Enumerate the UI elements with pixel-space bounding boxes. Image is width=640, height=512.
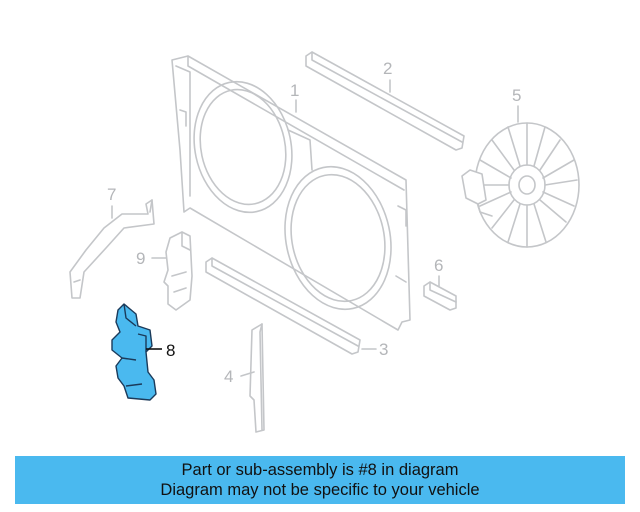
callout-5: 5 [512,86,521,105]
callout-9: 9 [136,249,145,268]
part-9-bracket [163,231,193,311]
banner-line-2: Diagram may not be specific to your vehi… [160,481,480,499]
part-4-side-seal [249,323,265,433]
callout-2: 2 [383,59,392,78]
banner-line-1: Part or sub-assembly is #8 in diagram [181,461,459,479]
part-6-clip [423,281,457,311]
callout-1: 1 [290,81,299,100]
part-2-upper-seal [305,51,465,151]
parts-diagram: 1 2 3 4 5 6 7 8 9 [69,51,580,433]
callout-3: 3 [379,340,388,359]
callout-7: 7 [107,185,116,204]
part-1-radiator-support [171,55,411,331]
callout-4: 4 [224,367,233,386]
part-3-lower-seal [205,257,361,355]
info-banner: Part or sub-assembly is #8 in diagram Di… [15,456,625,504]
part-8-bracket-highlighted[interactable] [111,303,157,401]
leader-lines [111,79,519,377]
part-5-fan-assembly [461,122,580,248]
part-7-bracket [69,199,155,299]
callout-6: 6 [434,256,443,275]
callout-8: 8 [166,341,175,360]
